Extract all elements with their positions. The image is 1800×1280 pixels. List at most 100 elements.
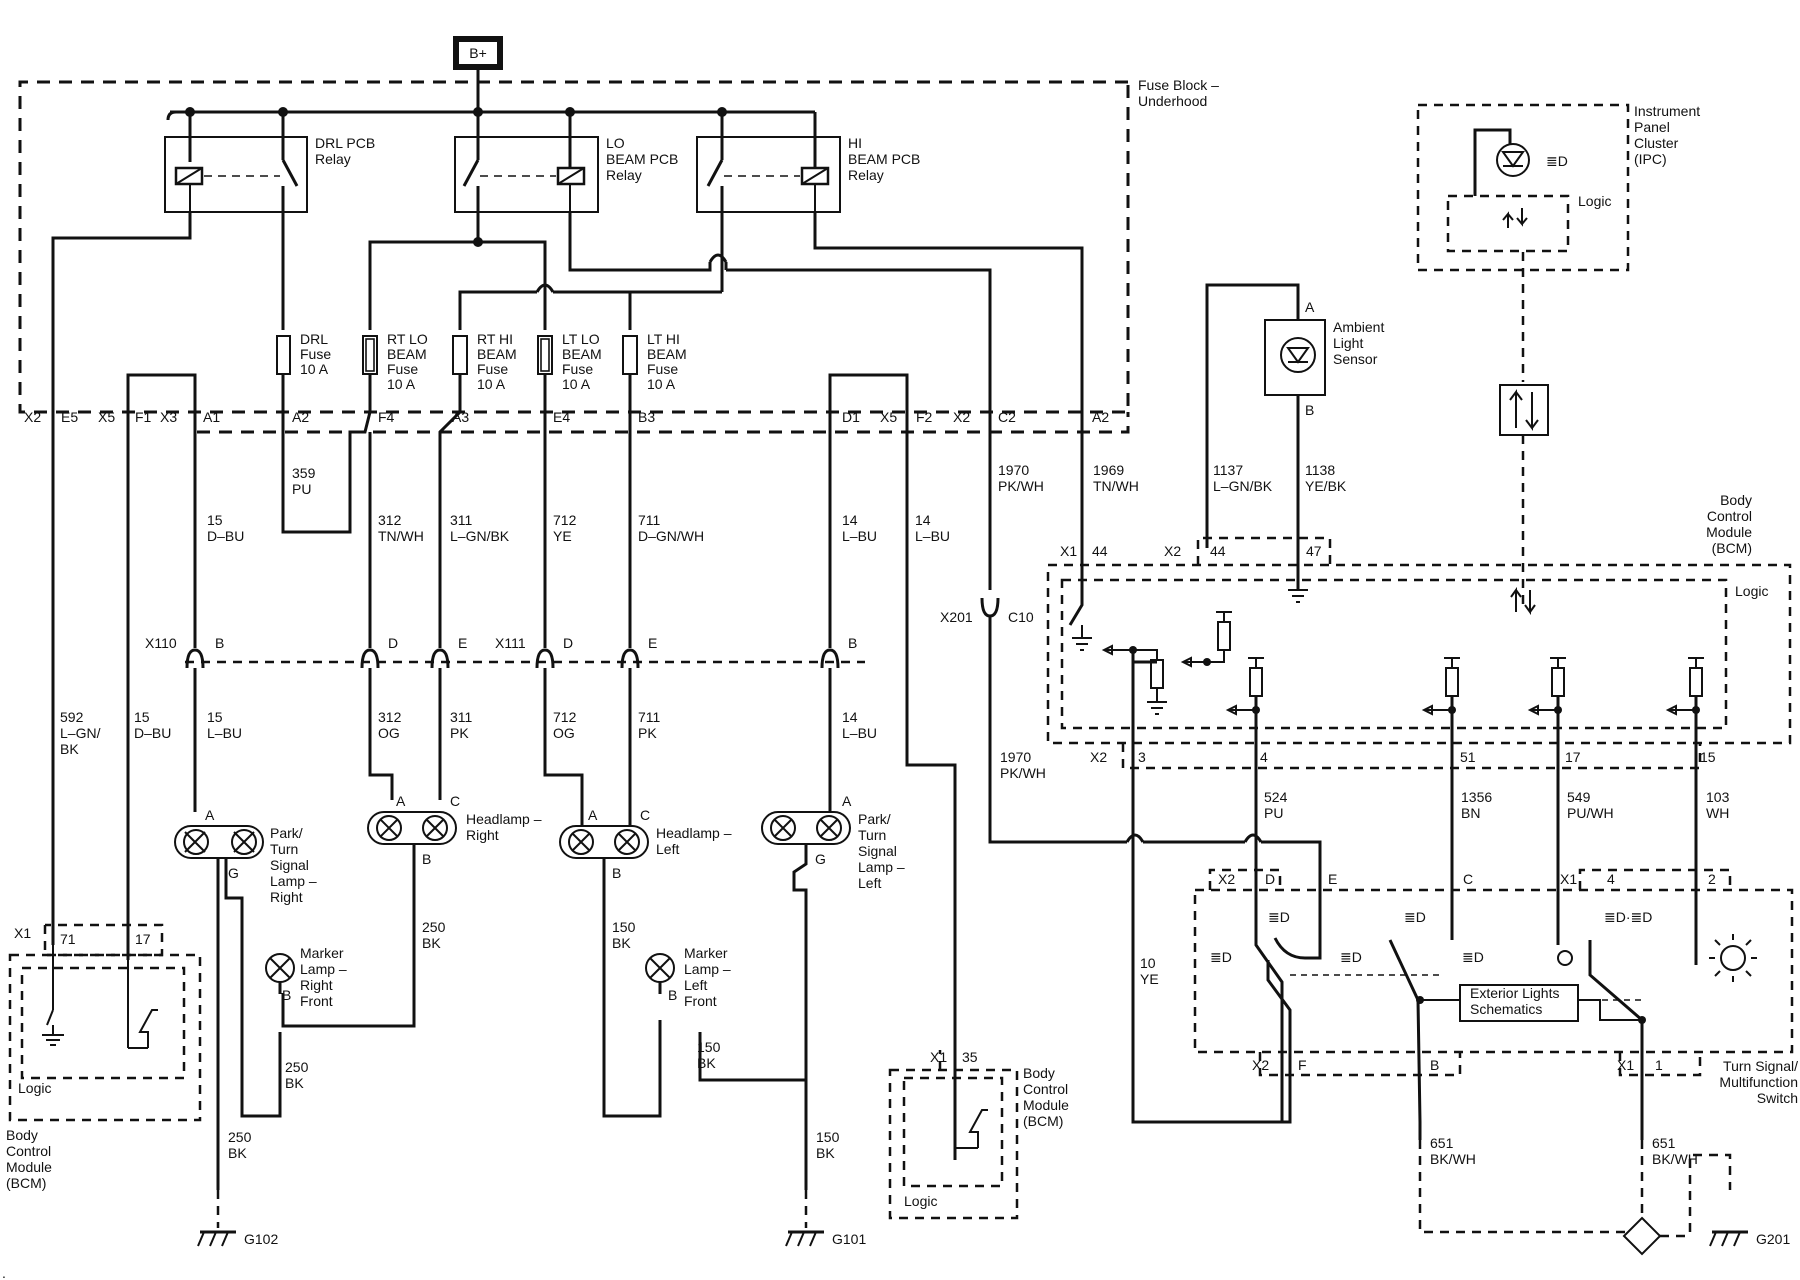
wire-250-marker [281,844,416,1028]
wire-10 [1131,770,1292,1124]
wire-jump [708,253,728,263]
pin-label: 15 [1700,749,1716,765]
pin-label: G [815,851,826,867]
pin-label: B [215,635,224,651]
pin-label: A [842,793,852,809]
lamp-label: Lamp – [858,859,905,875]
pin-label: D [388,635,398,651]
wire-num: 150 [816,1129,840,1145]
pin-label: X2 [1252,1057,1269,1073]
headlamp-right: A C B Headlamp – Right [367,793,542,867]
wire-651-dashed [1418,1140,1630,1234]
hi-relay-label-3: Relay [848,167,884,183]
pin-label: X1 [1560,871,1577,887]
wire-num: 150 [612,919,636,935]
wire-color: BK [816,1145,835,1161]
lamp-label: Turn [270,841,298,857]
lo-relay-label-2: BEAM PCB [606,151,678,167]
pin-label: 44 [1092,543,1108,559]
pin-label: X1 [1617,1057,1634,1073]
ground-g201: G201 [1688,1153,1790,1247]
fuse-lt-hi-l4: 10 A [647,376,676,392]
wire-num: 524 [1264,789,1288,805]
off-position-icon [1557,950,1573,966]
switch-label: Turn Signal/ [1723,1058,1798,1074]
fuse-drl-l1: DRL [300,331,328,347]
terminal-label: F4 [378,409,395,425]
sensor-label: Ambient [1333,319,1384,335]
connector-label: X201 [940,609,973,625]
fuse-drl-l3: 10 A [300,361,329,377]
wire-num: 150 [697,1039,721,1055]
pin-label: B [422,851,431,867]
lamp-label: Signal [270,857,309,873]
wire-712-lower [543,668,584,825]
connector-label: C10 [1008,609,1034,625]
lt-hi-feed [628,290,722,330]
hi-relay-label-2: BEAM PCB [848,151,920,167]
bcm-label: Control [1707,508,1752,524]
wire-color: BK/WH [1652,1151,1698,1167]
lamp-label: Left [684,977,707,993]
lamp-label: Right [466,827,499,843]
rt-lo-feed [368,240,478,330]
wire-num: 1970 [998,462,1029,478]
terminal-label: X3 [160,409,177,425]
drl-relay-label-1: DRL PCB [315,135,375,151]
pin-label: 3 [1138,749,1146,765]
wire-color: BK [285,1075,304,1091]
ground-g101: G101 [785,1190,866,1247]
pin-label: X2 [1164,543,1181,559]
bcm-logic-label: Logic [18,1080,51,1096]
wire-color: WH [1706,805,1729,821]
terminal-label: C2 [998,409,1016,425]
pin-label: C [450,793,460,809]
wire-num: 592 [60,709,84,725]
fuse-lt-hi-l3: Fuse [647,361,678,377]
pin-label: 44 [1210,543,1226,559]
wire-num: 103 [1706,789,1730,805]
wire-color: L–BU [207,725,242,741]
ipc-label: Cluster [1634,135,1679,151]
wire-jump [535,283,555,293]
wire-num: 1137 [1213,462,1243,478]
fuse-lt-lo-l1: LT LO [562,331,600,347]
wire-color: BN [1461,805,1480,821]
lamp-label: Signal [858,843,897,859]
wire-1970-lower [988,616,1127,844]
hi-relay-label-1: HI [848,135,862,151]
pin-label: D [1265,871,1275,887]
pin-label: 35 [962,1049,978,1065]
terminal-label: X2 [953,409,970,425]
schematic-ref-label: Exterior Lights [1470,985,1559,1001]
wire-1969-top [813,212,1084,412]
pin-label: 47 [1306,543,1322,559]
battery-label: B+ [469,45,487,61]
wire-color: YE [553,528,572,544]
fuse-rt-hi-l4: 10 A [477,376,506,392]
pin-label: A [1305,299,1315,315]
wire-592 [51,212,192,945]
bcm-left: X1 71 17 Logic Body Control Module (BCM) [6,923,202,1191]
pin-label: G [228,865,239,881]
lamp-label: Right [270,889,303,905]
lamp-label: Park/ [270,825,303,841]
pin-label: 2 [1708,871,1716,887]
lo-coil-wire [568,212,712,272]
sensor-label: Sensor [1333,351,1378,367]
wire-150 [602,858,662,1118]
terminal-label: X2 [24,409,41,425]
fuse-rt-lo-beam: RT LO BEAM Fuse 10 A [362,331,428,392]
wire-1969 [1068,412,1084,626]
sensor-label: Light [1333,335,1363,351]
lamp-label: Headlamp – [656,825,732,841]
low-beam-icon: ≣D [1210,949,1232,965]
serial-data-arrows-icon [1499,384,1549,436]
dome-lamp-icon [1720,945,1746,971]
wire-num: 311 [450,512,473,528]
bcm-label: Module [6,1159,52,1175]
wire-14 [828,373,957,1160]
terminal-label: B3 [638,409,655,425]
pin-label: E [458,635,467,651]
pin-label: X2 [1090,749,1107,765]
